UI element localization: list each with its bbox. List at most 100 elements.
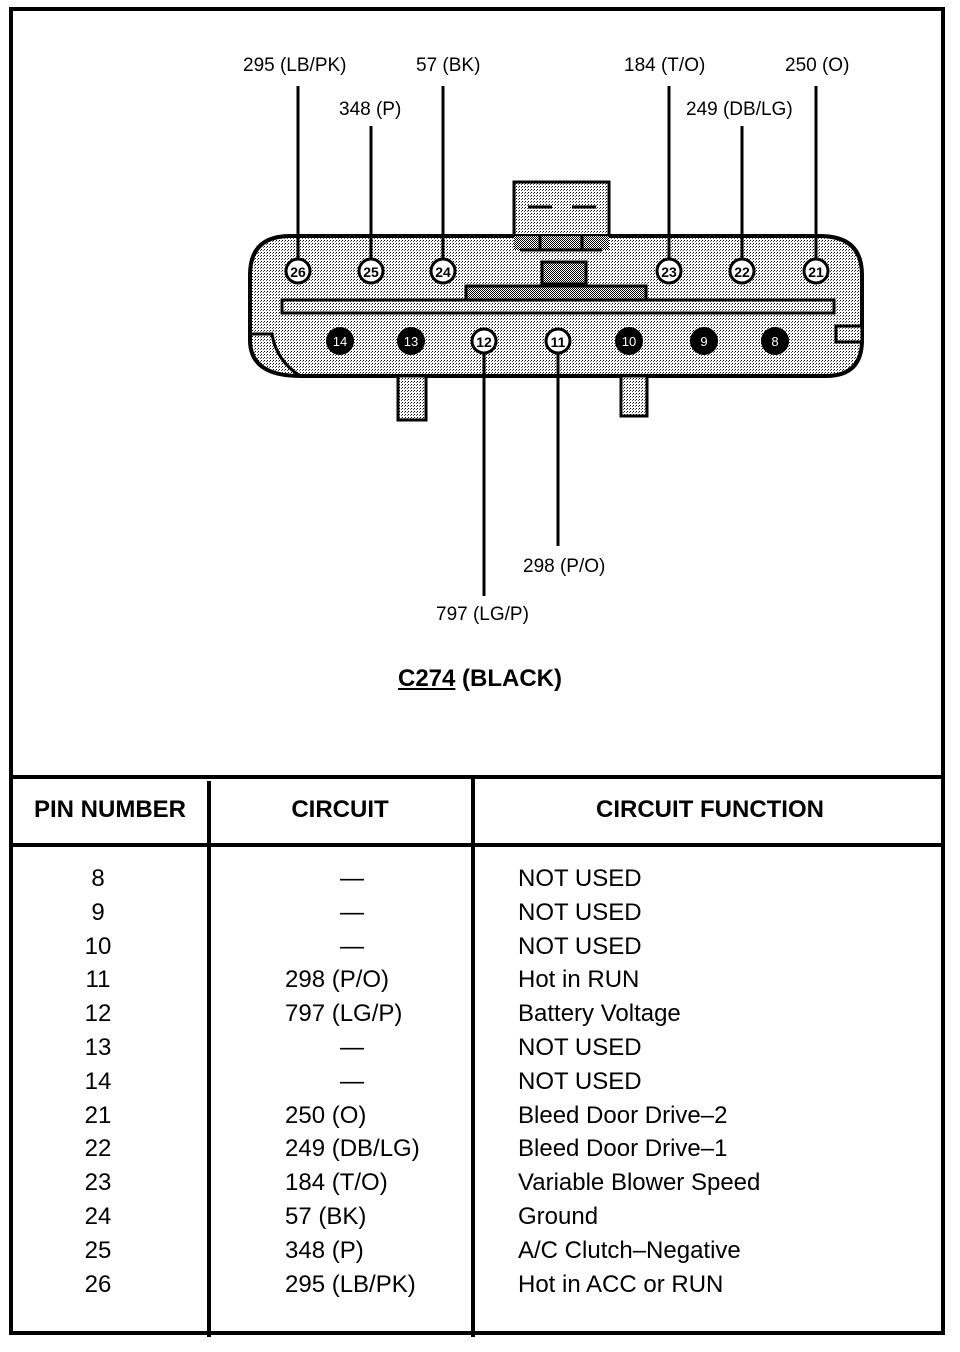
table-row: 26 295 (LB/PK) Hot in ACC or RUN xyxy=(0,1270,960,1307)
pin-9: 9 xyxy=(690,327,718,355)
bottom-tab-left xyxy=(396,374,428,422)
wire-label-26: 295 (LB/PK) xyxy=(243,55,347,76)
pin-11: 11 xyxy=(544,327,572,355)
circuit-cell: 348 (P) xyxy=(285,1236,364,1264)
pin-13: 13 xyxy=(397,327,425,355)
pin-number-cell: 21 xyxy=(84,1101,112,1129)
svg-text:24: 24 xyxy=(435,264,451,280)
pin-23: 23 xyxy=(655,257,683,285)
pin-number-cell: 22 xyxy=(84,1135,112,1163)
wire-label-21: 250 (O) xyxy=(785,55,850,76)
table-top-border xyxy=(11,775,945,779)
svg-text:26: 26 xyxy=(290,264,306,280)
header-circuit-function: CIRCUIT FUNCTION xyxy=(596,796,824,823)
pin-number-cell: 23 xyxy=(84,1169,112,1197)
circuit-cell: — xyxy=(340,1067,364,1095)
function-cell: Hot in ACC or RUN xyxy=(518,1270,724,1298)
page-frame xyxy=(9,7,945,1335)
function-cell: NOT USED xyxy=(518,1034,642,1061)
function-cell: NOT USED xyxy=(518,898,642,926)
svg-text:8: 8 xyxy=(771,334,778,349)
wire-label-24: 57 (BK) xyxy=(416,55,481,76)
pin-10: 10 xyxy=(615,327,643,355)
table-row: 13 — NOT USED xyxy=(0,1036,960,1070)
svg-text:10: 10 xyxy=(622,334,636,349)
svg-text:12: 12 xyxy=(476,334,492,350)
connector-title: C274 (BLACK) xyxy=(0,665,960,693)
circuit-cell: 249 (DB/LG) xyxy=(285,1135,420,1163)
function-cell: Hot in RUN xyxy=(518,966,640,994)
svg-text:13: 13 xyxy=(404,334,418,349)
function-cell: Ground xyxy=(518,1203,599,1230)
wire-label-12: 797 (LG/P) xyxy=(436,604,529,625)
table-row: 8 — NOT USED xyxy=(0,867,960,901)
table-row: 23 184 (T/O) Variable Blower Speed xyxy=(0,1171,960,1205)
latch-housing xyxy=(512,180,611,240)
circuit-cell: 250 (O) xyxy=(285,1101,367,1129)
pin-8: 8 xyxy=(761,327,789,355)
pin-number-cell: 25 xyxy=(84,1236,112,1264)
header-divider xyxy=(11,843,945,847)
svg-text:21: 21 xyxy=(808,264,824,280)
center-rib xyxy=(280,298,836,315)
table-row: 25 348 (P) A/C Clutch–Negative xyxy=(0,1236,960,1273)
circuit-cell: 57 (BK) xyxy=(285,1203,367,1230)
header-pin-number: PIN NUMBER xyxy=(33,796,186,823)
svg-text:14: 14 xyxy=(333,334,347,349)
table-row: 21 250 (O) Bleed Door Drive–2 xyxy=(0,1101,960,1138)
pin-number-cell: 13 xyxy=(84,1034,112,1061)
function-cell: NOT USED xyxy=(518,865,642,892)
col-divider-1 xyxy=(207,847,211,1337)
svg-text:25: 25 xyxy=(363,264,379,280)
connector-id: C274 xyxy=(397,665,456,692)
svg-text:23: 23 xyxy=(661,264,677,280)
svg-text:22: 22 xyxy=(734,264,750,280)
pin-14: 14 xyxy=(326,327,354,355)
wire-label-25: 348 (P) xyxy=(339,99,402,120)
svg-text:11: 11 xyxy=(551,334,566,350)
function-cell: NOT USED xyxy=(518,1067,642,1095)
col-divider-2 xyxy=(471,779,475,1337)
pin-24: 24 xyxy=(429,257,457,285)
circuit-cell: 797 (LG/P) xyxy=(285,1000,403,1028)
table-row: 14 — NOT USED xyxy=(0,1067,960,1104)
function-cell: A/C Clutch–Negative xyxy=(518,1236,741,1264)
circuit-cell: — xyxy=(340,1034,364,1061)
pin-12: 12 xyxy=(470,327,498,355)
pin-number-cell: 26 xyxy=(84,1270,112,1298)
circuit-cell: — xyxy=(340,932,364,960)
pin-25: 25 xyxy=(357,257,385,285)
table-row: 12 797 (LG/P) Battery Voltage xyxy=(0,1002,960,1036)
pin-number-cell: 14 xyxy=(84,1067,112,1095)
connector-diagram: 26 25 24 23 22 21 14 13 12 11 10 9 8 295… xyxy=(0,55,960,693)
function-cell: NOT USED xyxy=(518,932,642,960)
col-divider-1-header xyxy=(207,781,211,843)
pin-number-cell: 12 xyxy=(84,1000,112,1028)
wire-label-22: 249 (DB/LG) xyxy=(686,99,793,120)
header-circuit: CIRCUIT xyxy=(291,796,389,823)
bottom-tab-right xyxy=(619,374,649,418)
connector-color: (BLACK) xyxy=(462,665,563,692)
function-cell: Bleed Door Drive–1 xyxy=(518,1135,728,1163)
circuit-cell: 298 (P/O) xyxy=(285,966,390,994)
pin-number-cell: 8 xyxy=(91,865,105,892)
wire-label-11: 298 (P/O) xyxy=(523,556,606,577)
table-row: 10 — NOT USED xyxy=(0,932,960,969)
table-row: 22 249 (DB/LG) Bleed Door Drive–1 xyxy=(0,1137,960,1171)
circuit-cell: — xyxy=(340,898,364,926)
pin-number-cell: 10 xyxy=(84,932,112,960)
circuit-cell: 295 (LB/PK) xyxy=(285,1270,416,1298)
svg-text:9: 9 xyxy=(700,334,707,349)
function-cell: Battery Voltage xyxy=(518,1000,681,1028)
table-row: 9—NOT USED xyxy=(0,898,960,935)
connector-drawing: 26 25 24 23 22 21 14 13 12 11 10 9 8 xyxy=(248,86,864,596)
pin-22: 22 xyxy=(728,257,756,285)
wire-label-23: 184 (T/O) xyxy=(624,55,706,76)
function-cell: Variable Blower Speed xyxy=(518,1169,761,1197)
pin-21: 21 xyxy=(802,257,830,285)
circuit-cell: 184 (T/O) xyxy=(285,1169,388,1197)
function-cell: Bleed Door Drive–2 xyxy=(518,1101,728,1129)
circuit-cell: — xyxy=(340,865,364,892)
